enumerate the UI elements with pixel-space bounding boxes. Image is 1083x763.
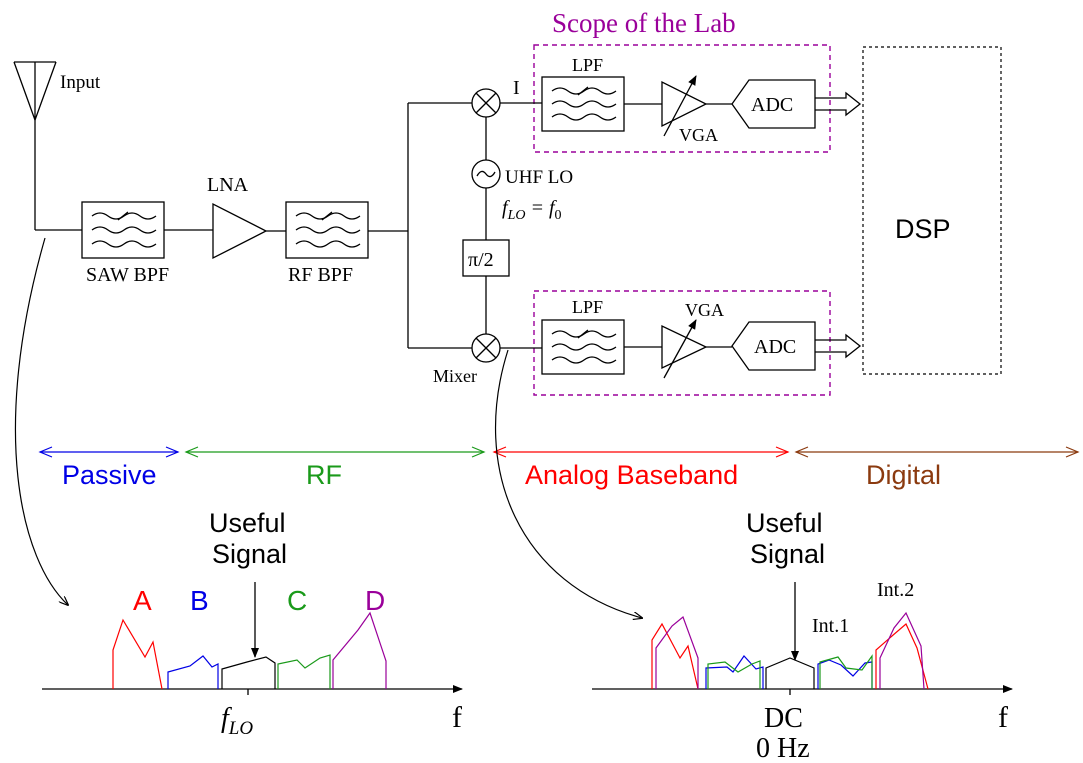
vga-i-label: VGA [679,125,718,145]
mixer-q-icon [471,333,501,363]
dc-label: DC [764,703,803,734]
adc-q-label: ADC [754,336,796,358]
lpf-q-label: LPF [572,297,603,317]
branch-i-label: I [513,77,520,99]
scope-box-q [533,290,831,396]
adc-q-bus-arrow [815,333,862,359]
baseband-blue-left [705,655,764,689]
useful-signal-label-left-1: Useful [209,508,286,538]
antenna-icon [13,61,57,121]
adc-i-label: ADC [751,94,793,116]
vga-i-icon [661,75,708,137]
lpf-i-label: LPF [572,55,603,75]
lna-label: LNA [207,174,249,196]
signal-a-spectrum [112,618,163,690]
flo-label: fLO [221,703,253,739]
adc-i-block [731,79,816,129]
domain-rf-label: RF [306,460,342,490]
lpf-q-block [541,319,625,375]
baseband-green-right [819,654,873,689]
signal-b-label: B [190,585,209,616]
mixer-i-icon [471,88,501,118]
useful-signal-spectrum [221,656,276,689]
mixer-label: Mixer [433,366,477,386]
saw-bpf-label: SAW BPF [86,264,169,286]
lo-equation: fLO = f0 [502,197,562,223]
adc-q-block [731,321,816,371]
signal-d-label: D [365,585,385,616]
int1-label: Int.1 [812,615,849,637]
lpf-i-block [541,76,625,132]
useful-signal-label-right-2: Signal [750,539,825,569]
lo-name-label: UHF LO [505,167,573,188]
baseband-red-left [651,622,699,690]
baseband-green-left [707,660,761,689]
baseband-purple-right [879,611,925,690]
signal-c-spectrum [277,654,331,689]
saw-to-spectrum-arrow [14,237,68,605]
mixer-to-spectrum-arrow [495,349,642,618]
spectrum-right-f-label: f [998,701,1008,734]
scope-title: Scope of the Lab [552,8,736,38]
signal-a-label: A [133,585,152,616]
dsp-block [862,46,1002,375]
domain-passive-label: Passive [62,460,157,490]
signal-d-spectrum [332,611,387,689]
lna-amplifier-icon [212,202,268,260]
rf-bpf-block [285,201,369,259]
useful-signal-label-right-1: Useful [746,508,823,538]
signal-c-label: C [287,585,307,616]
baseband-blue-right [817,659,873,689]
vga-q-icon [661,319,708,379]
signal-b-spectrum [167,655,219,689]
vga-q-label: VGA [685,300,724,320]
baseband-red-right [875,623,929,690]
spectrum-left-f-label: f [452,701,462,734]
input-label: Input [60,72,101,93]
baseband-useful-signal [765,657,815,689]
dsp-label: DSP [895,214,951,244]
spectrum-right [592,582,1013,695]
zero-hz-label: 0 Hz [756,733,810,763]
phase-shift-label: π/2 [468,249,494,271]
domain-baseband-label: Analog Baseband [525,460,738,490]
baseband-purple-left [655,616,699,689]
useful-signal-label-left-2: Signal [212,539,287,569]
adc-i-bus-arrow [815,91,862,117]
int2-label: Int.2 [877,579,914,601]
spectrum-left [42,582,463,695]
saw-bpf-block [81,201,165,259]
rf-bpf-label: RF BPF [288,264,353,286]
lo-oscillator-icon [471,159,501,189]
domain-digital-label: Digital [866,460,941,490]
scope-box-i [533,44,831,153]
